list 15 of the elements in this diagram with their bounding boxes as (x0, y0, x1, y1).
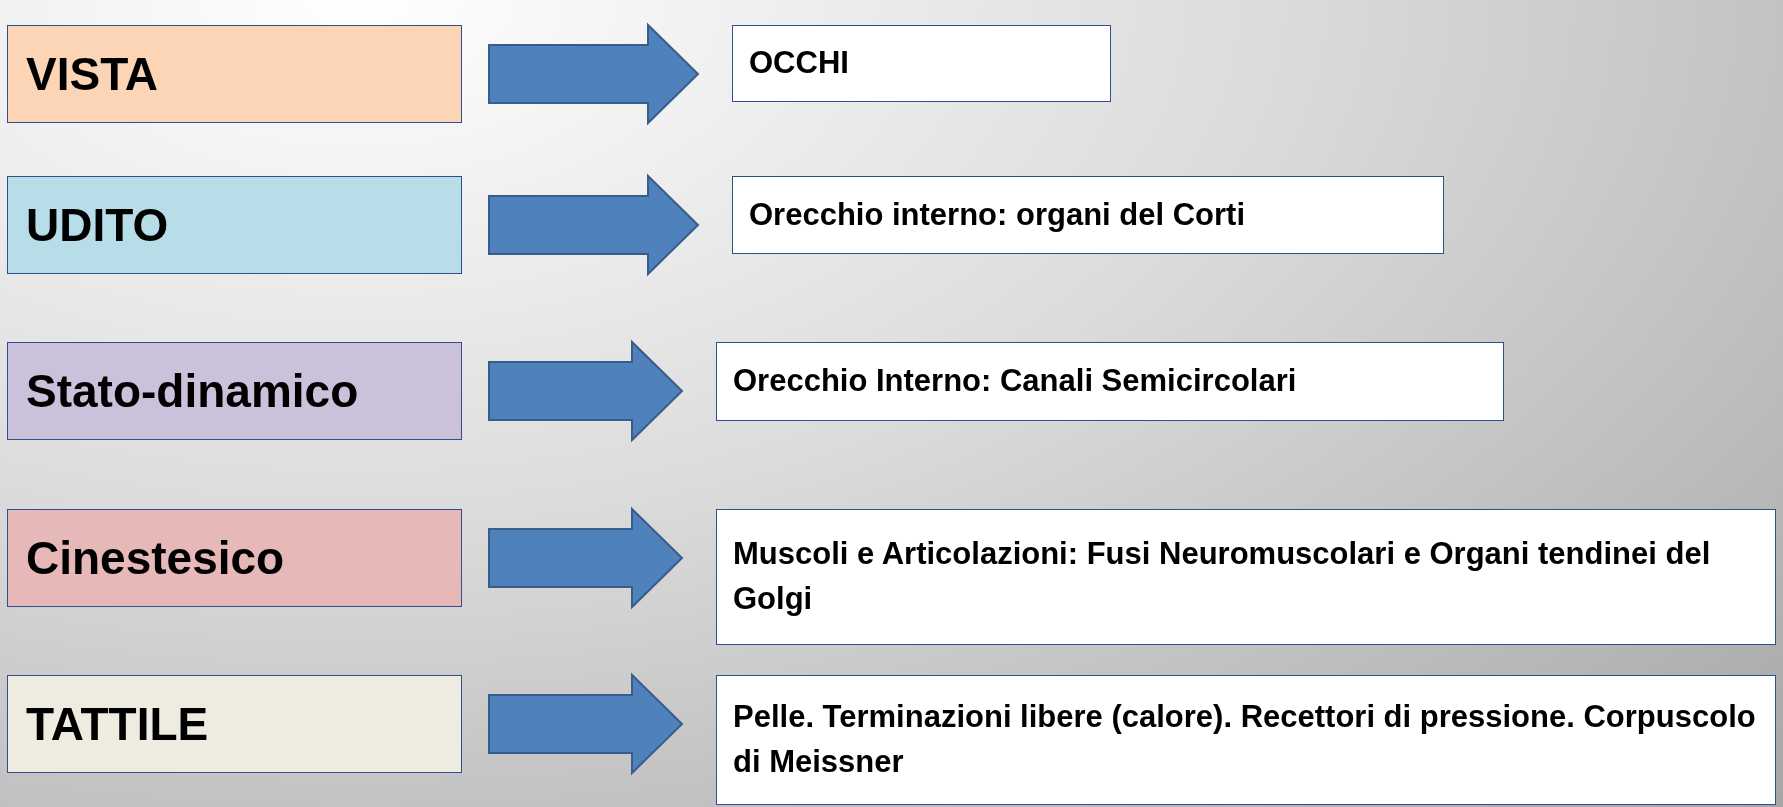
receptor-box: Orecchio Interno: Canali Semicircolari (716, 342, 1504, 421)
receptor-box: Muscoli e Articolazioni: Fusi Neuromuscolari e Organi tendinei del Golgi (716, 509, 1776, 645)
sense-box: UDITO (7, 176, 462, 274)
receptor-box: OCCHI (732, 25, 1111, 102)
sense-box: Cinestesico (7, 509, 462, 607)
block-arrow (488, 506, 684, 610)
sense-box: TATTILE (7, 675, 462, 773)
block-arrow (488, 22, 700, 126)
receptor-box: Pelle. Terminazioni libere (calore). Recettori di pressione. Corpuscolo di Meissner (716, 675, 1776, 805)
receptor-box: Orecchio interno: organi del Corti (732, 176, 1444, 254)
block-arrow (488, 173, 700, 277)
sense-box: VISTA (7, 25, 462, 123)
block-arrow (488, 339, 684, 443)
block-arrow (488, 672, 684, 776)
sense-box: Stato-dinamico (7, 342, 462, 440)
